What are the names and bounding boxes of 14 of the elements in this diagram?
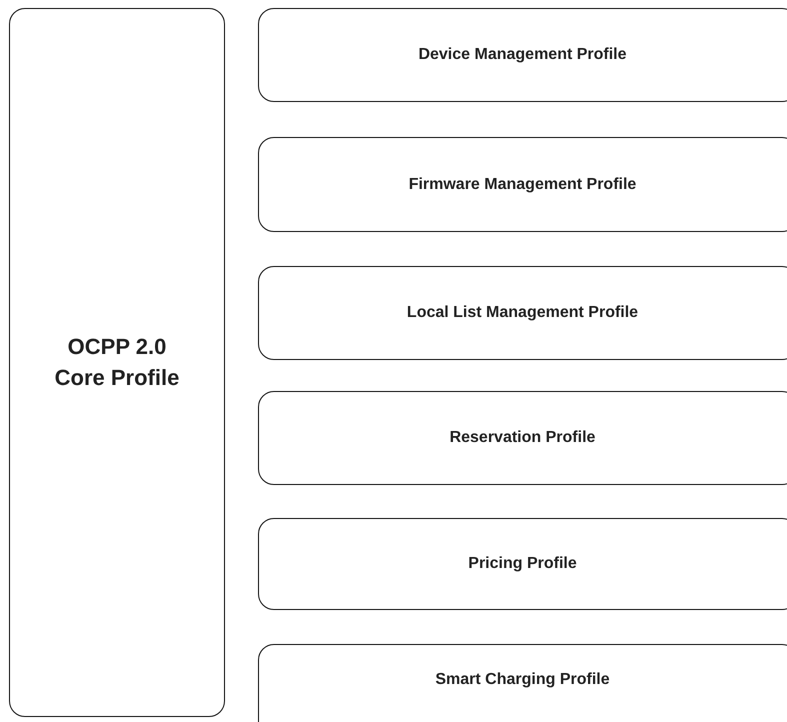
- profile-box: [258, 266, 787, 360]
- profile-label: Smart Charging Profile: [435, 670, 610, 690]
- profile-box: [258, 391, 787, 485]
- profile-label: Pricing Profile: [468, 554, 577, 574]
- profile-box: [9, 8, 225, 717]
- profile-label: Local List Management Profile: [406, 303, 638, 323]
- profile-label: OCPP 2.0 Core Profile: [54, 332, 180, 392]
- profile-label: Device Management Profile: [418, 45, 627, 65]
- profile-label: Firmware Management Profile: [408, 174, 636, 194]
- profile-label: Reservation Profile: [450, 428, 596, 448]
- profile-box: [258, 8, 787, 102]
- profile-box: [258, 137, 787, 232]
- profile-box: [258, 518, 787, 610]
- profile-box: [258, 644, 787, 722]
